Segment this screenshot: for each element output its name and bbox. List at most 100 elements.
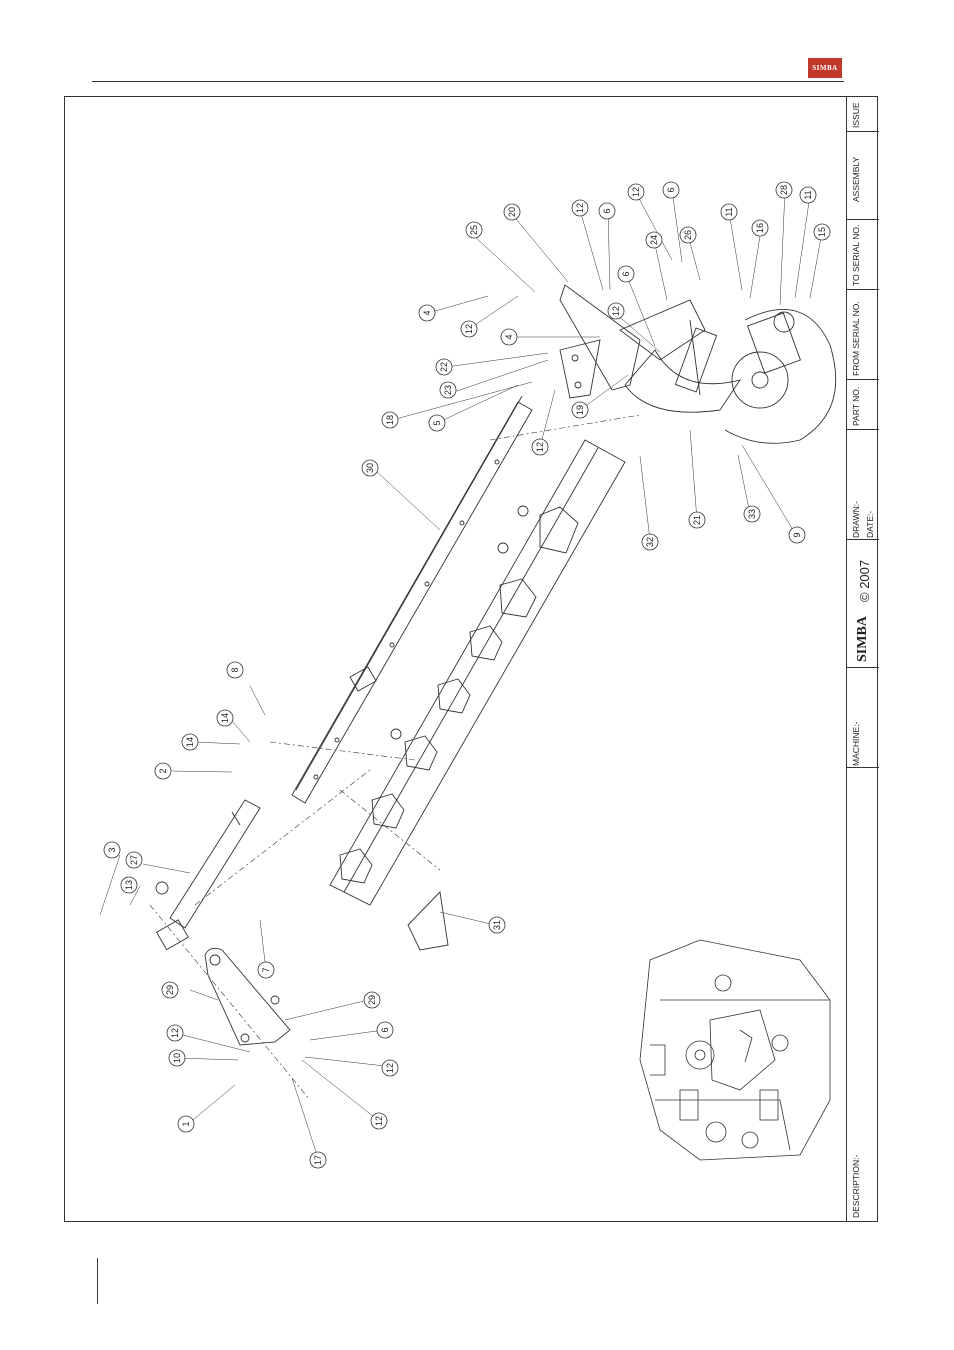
callout-15: 15 <box>814 224 830 240</box>
bracket-31 <box>408 892 448 950</box>
svg-text:4: 4 <box>504 334 514 339</box>
svg-text:22: 22 <box>439 362 449 372</box>
callout-12g: 12 <box>382 1060 398 1076</box>
callout-13: 13 <box>121 877 137 893</box>
callout-12f: 12 <box>167 1025 183 1041</box>
callout-9: 9 <box>789 527 805 543</box>
callout-5: 5 <box>429 415 445 431</box>
svg-text:14: 14 <box>185 737 195 747</box>
callout-25: 25 <box>466 222 482 238</box>
svg-text:11: 11 <box>803 190 813 199</box>
callout-6b: 6 <box>663 182 679 198</box>
subframe-32 <box>330 440 625 905</box>
callout-28: 28 <box>776 182 792 198</box>
callout-24: 24 <box>646 232 662 248</box>
svg-text:11: 11 <box>724 207 734 216</box>
callout-11b: 11 <box>800 187 816 203</box>
callout-12d: 12 <box>608 303 624 319</box>
callout-7: 7 <box>258 962 274 978</box>
callout-20: 20 <box>504 204 520 220</box>
callout-30: 30 <box>362 460 378 476</box>
svg-text:5: 5 <box>432 420 442 425</box>
callout-12e: 12 <box>532 439 548 455</box>
svg-text:33: 33 <box>747 509 757 519</box>
callout-29b: 29 <box>364 992 380 1008</box>
svg-text:28: 28 <box>779 185 789 195</box>
linkage-arm-27 <box>156 800 260 950</box>
callout-12c: 12 <box>461 321 477 337</box>
svg-text:7: 7 <box>261 967 271 972</box>
svg-text:12: 12 <box>535 442 545 452</box>
callout-11a: 11 <box>721 204 737 220</box>
svg-text:10: 10 <box>172 1053 182 1063</box>
svg-text:4: 4 <box>422 310 432 315</box>
svg-text:12: 12 <box>374 1116 384 1126</box>
svg-text:20: 20 <box>507 207 517 217</box>
svg-text:18: 18 <box>385 415 395 425</box>
plate-29 <box>205 948 290 1045</box>
callout-22: 22 <box>436 359 452 375</box>
callout-31: 31 <box>489 917 505 933</box>
svg-text:2: 2 <box>158 768 168 773</box>
svg-text:9: 9 <box>792 532 802 537</box>
svg-text:13: 13 <box>124 880 134 890</box>
svg-text:23: 23 <box>443 385 453 395</box>
callout-6a: 6 <box>599 203 615 219</box>
callout-33: 33 <box>744 506 760 522</box>
callout-32: 32 <box>642 534 658 550</box>
svg-text:30: 30 <box>365 463 375 473</box>
callout-6c: 6 <box>618 266 634 282</box>
svg-text:21: 21 <box>692 515 702 525</box>
svg-text:8: 8 <box>230 667 240 672</box>
callout-17: 17 <box>310 1152 326 1168</box>
svg-text:32: 32 <box>645 537 655 547</box>
svg-text:14: 14 <box>220 713 230 723</box>
svg-text:12: 12 <box>631 187 641 197</box>
svg-text:3: 3 <box>107 847 117 852</box>
svg-text:19: 19 <box>575 405 585 415</box>
callout-27: 27 <box>126 852 142 868</box>
callout-14b: 14 <box>182 734 198 750</box>
svg-text:12: 12 <box>464 324 474 334</box>
svg-text:15: 15 <box>817 227 827 237</box>
svg-text:16: 16 <box>755 223 765 233</box>
svg-text:25: 25 <box>469 225 479 235</box>
callout-12b: 12 <box>628 184 644 200</box>
svg-text:12: 12 <box>385 1063 395 1073</box>
callout-4a: 4 <box>419 305 435 321</box>
svg-text:6: 6 <box>380 1027 390 1032</box>
svg-text:1: 1 <box>181 1121 191 1126</box>
callout-3: 3 <box>104 842 120 858</box>
svg-text:12: 12 <box>575 203 585 213</box>
svg-text:6: 6 <box>602 208 612 213</box>
svg-text:29: 29 <box>165 985 175 995</box>
callout-16: 16 <box>752 220 768 236</box>
callout-6d: 6 <box>377 1022 393 1038</box>
callout-26: 26 <box>680 227 696 243</box>
callout-2: 2 <box>155 763 171 779</box>
callout-10: 10 <box>169 1050 185 1066</box>
svg-text:12: 12 <box>170 1028 180 1038</box>
callout-8: 8 <box>227 662 243 678</box>
svg-text:12: 12 <box>611 306 621 316</box>
svg-text:24: 24 <box>649 235 659 245</box>
callout-18: 18 <box>382 412 398 428</box>
callout-21: 21 <box>689 512 705 528</box>
svg-text:27: 27 <box>129 855 139 865</box>
svg-text:31: 31 <box>492 920 502 930</box>
leg-assembly <box>620 300 836 443</box>
svg-text:17: 17 <box>313 1155 323 1165</box>
svg-text:6: 6 <box>621 271 631 276</box>
callout-29a: 29 <box>162 982 178 998</box>
inset-view <box>640 940 830 1160</box>
svg-text:29: 29 <box>367 995 377 1005</box>
svg-text:26: 26 <box>683 230 693 240</box>
callout-23: 23 <box>440 382 456 398</box>
callout-12a: 12 <box>572 200 588 216</box>
callout-4b: 4 <box>501 329 517 345</box>
callout-1: 1 <box>178 1116 194 1132</box>
callout-19: 19 <box>572 402 588 418</box>
svg-text:6: 6 <box>666 187 676 192</box>
callout-14a: 14 <box>217 710 233 726</box>
